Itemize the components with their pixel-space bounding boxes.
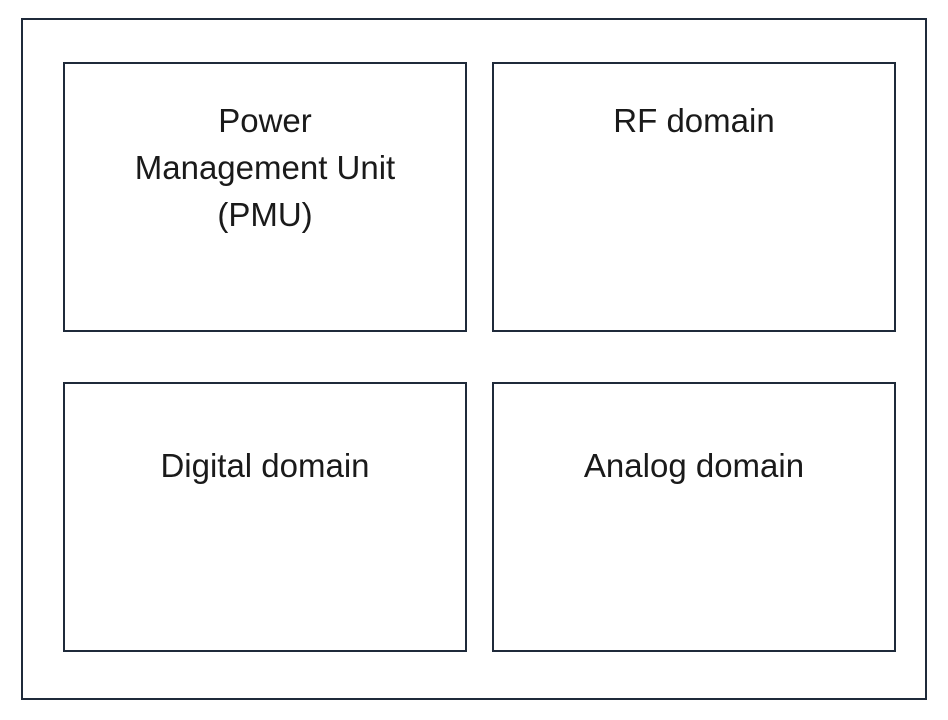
rf-domain-block: RF domain: [492, 62, 896, 332]
analog-domain-label: Analog domain: [583, 447, 805, 484]
rf-domain-label: RF domain: [613, 102, 775, 139]
pmu-block: Power Management Unit (PMU): [63, 62, 467, 332]
digital-domain-label: Digital domain: [160, 447, 370, 484]
pmu-label: Power Management Unit (PMU): [134, 102, 396, 233]
digital-domain-block: Digital domain: [63, 382, 467, 652]
analog-domain-block: Analog domain: [492, 382, 896, 652]
